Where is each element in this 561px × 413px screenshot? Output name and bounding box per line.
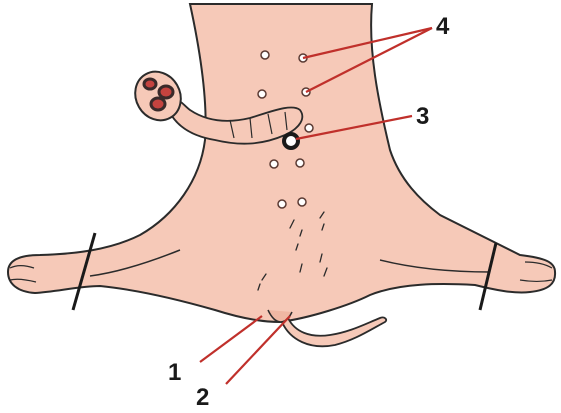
body-outline — [8, 4, 555, 322]
umbilicus — [284, 134, 298, 148]
label-1: 1 — [168, 359, 181, 386]
teat — [296, 159, 304, 167]
teat — [278, 200, 286, 208]
teat — [298, 198, 306, 206]
tail — [282, 317, 386, 346]
label-4: 4 — [436, 13, 450, 40]
leader-line-2 — [226, 316, 290, 384]
piglet-body — [8, 4, 555, 346]
teat — [261, 51, 269, 59]
cord-vessel — [159, 86, 173, 98]
teat — [270, 160, 278, 168]
label-2: 2 — [196, 384, 209, 411]
teat — [258, 90, 266, 98]
teat — [305, 124, 313, 132]
cord-vessel — [151, 98, 165, 110]
label-3: 3 — [416, 103, 429, 130]
cord-vessel — [144, 79, 156, 89]
